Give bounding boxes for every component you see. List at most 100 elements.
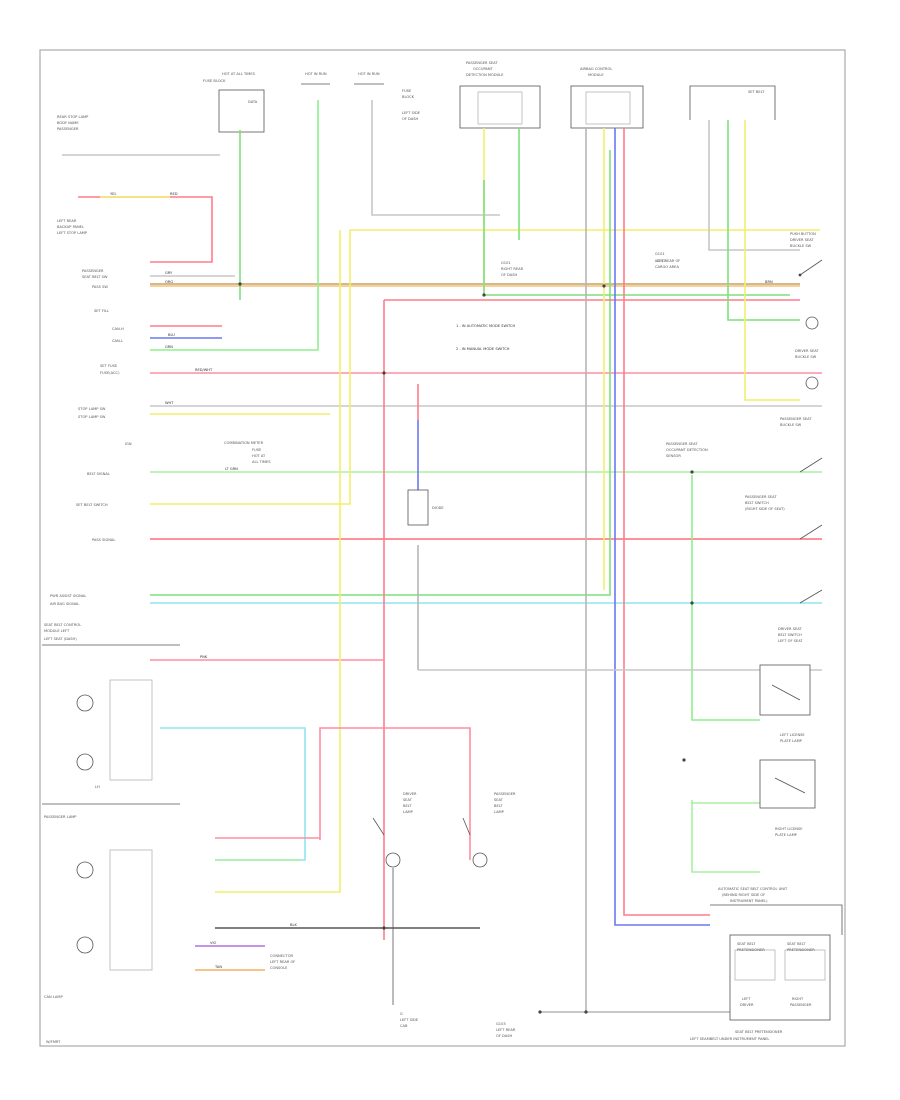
svg-text:AUTOMATIC SEAT BELT CONTROL UN: AUTOMATIC SEAT BELT CONTROL UNIT <box>718 887 788 891</box>
svg-text:FUSE: FUSE <box>402 89 412 93</box>
svg-text:PASSENGER: PASSENGER <box>82 269 104 273</box>
svg-text:WHT: WHT <box>165 401 174 405</box>
airbag-control-module: AIRBAG CONTROL MODULE <box>570 67 644 129</box>
wire-green-right-lower <box>691 800 760 873</box>
splice-dots <box>238 282 694 1014</box>
svg-text:DRIVER SEAT: DRIVER SEAT <box>790 238 814 242</box>
fuse-block-module: HOT AT ALL TIMES FUSE BLOCK DATA <box>203 72 265 133</box>
svg-text:YEL: YEL <box>110 192 116 196</box>
svg-text:SEAT: SEAT <box>494 798 504 802</box>
svg-text:PWR ASSIST SIGNAL: PWR ASSIST SIGNAL <box>50 594 86 598</box>
svg-text:LEFT REAR: LEFT REAR <box>57 219 77 223</box>
svg-text:CAN LAMP: CAN LAMP <box>44 995 63 999</box>
wire-yellow-switch <box>150 229 820 505</box>
svg-text:LEFT REAR: LEFT REAR <box>496 1028 516 1032</box>
svg-text:RIGHT: RIGHT <box>792 997 804 1001</box>
lower-center-lamps: DRIVER SEAT BELT LAMP PASSENGER SEAT BEL… <box>270 792 516 1038</box>
svg-text:LEFT STOP LAMP: LEFT STOP LAMP <box>57 231 88 235</box>
svg-text:FUSE(ACC): FUSE(ACC) <box>100 371 120 375</box>
svg-text:STOP LAMP SW: STOP LAMP SW <box>78 415 106 419</box>
svg-text:PASSENGER: PASSENGER <box>790 1003 812 1007</box>
svg-text:LEFT SIDE: LEFT SIDE <box>402 111 421 115</box>
svg-text:REAR STOP LAMP: REAR STOP LAMP <box>57 115 89 119</box>
svg-text:RIGHT LICENSE: RIGHT LICENSE <box>775 827 803 831</box>
svg-text:BUCKLE SW: BUCKLE SW <box>795 355 817 359</box>
svg-text:G103: G103 <box>496 1022 506 1026</box>
wire-yellow-belt-3 <box>744 120 800 401</box>
legend-line-2: 2 - IN MANUAL MODE SWITCH <box>456 347 510 351</box>
svg-text:SEAT BELT: SEAT BELT <box>737 942 756 946</box>
svg-text:GRY: GRY <box>165 271 173 275</box>
svg-text:OF DASH: OF DASH <box>496 1034 512 1038</box>
svg-text:PLATE LAMP: PLATE LAMP <box>780 739 803 743</box>
svg-text:PASSENGER SEAT: PASSENGER SEAT <box>745 495 777 499</box>
svg-text:HOT IN RUN: HOT IN RUN <box>358 72 380 76</box>
wire-gray-belt-1 <box>708 120 800 251</box>
svg-text:VIO: VIO <box>210 941 217 945</box>
svg-text:RIGHT REAR: RIGHT REAR <box>501 267 524 271</box>
svg-text:LEFT SEAT (DASH): LEFT SEAT (DASH) <box>44 637 77 641</box>
wire-pink-lower-2 <box>319 727 471 860</box>
svg-text:ORG: ORG <box>165 280 173 284</box>
svg-text:BELT: BELT <box>403 804 412 808</box>
svg-text:BODY NAME: BODY NAME <box>57 121 79 125</box>
center-components: 1 - IN AUTOMATIC MODE SWITCH 2 - IN MANU… <box>224 259 666 526</box>
svg-text:BLK: BLK <box>290 923 297 927</box>
svg-text:DRIVER: DRIVER <box>740 1003 754 1007</box>
svg-text:CONNECTOR: CONNECTOR <box>270 954 294 958</box>
wires <box>62 100 822 1013</box>
svg-text:BLU: BLU <box>168 333 175 337</box>
svg-text:IGN: IGN <box>125 442 132 446</box>
svg-text:TAN: TAN <box>214 965 222 969</box>
svg-text:CAB: CAB <box>400 1024 408 1028</box>
svg-text:PASS SIGNAL: PASS SIGNAL <box>92 538 115 542</box>
wire-red-rear-lamp <box>78 196 213 263</box>
svg-text:DRIVER SEAT: DRIVER SEAT <box>795 349 819 353</box>
svg-text:(RIGHT SIDE OF SEAT): (RIGHT SIDE OF SEAT) <box>745 507 785 511</box>
wire-cyan-lower <box>160 727 306 861</box>
wire-green-belt-2 <box>727 120 800 321</box>
svg-text:COMBINATION METER: COMBINATION METER <box>224 441 264 445</box>
hot-run-fuse-2: HOT IN RUN <box>354 72 384 85</box>
svg-text:BLOCK: BLOCK <box>402 95 415 99</box>
hot-run-fuse-1: HOT IN RUN <box>301 72 330 85</box>
svg-text:SEAT BELT CONTROL: SEAT BELT CONTROL <box>44 623 81 627</box>
svg-text:G102: G102 <box>656 259 666 263</box>
wire-gray-hot-run <box>371 100 500 216</box>
svg-text:BUCKLE SW: BUCKLE SW <box>790 244 812 248</box>
svg-text:DIODE: DIODE <box>432 506 444 510</box>
lower-left-module: SEAT BELT CONTROL MODULE LEFT LEFT SEAT … <box>42 623 180 999</box>
svg-text:OCCUPANT: OCCUPANT <box>473 67 494 71</box>
svg-text:SET FUSE: SET FUSE <box>100 364 118 368</box>
diagram-frame <box>39 49 846 1047</box>
corner-label: W/FMRT <box>46 1040 61 1044</box>
svg-text:CONSOLE: CONSOLE <box>270 966 288 970</box>
svg-text:SET FILL: SET FILL <box>94 309 109 313</box>
svg-text:BRN: BRN <box>765 280 773 284</box>
svg-text:HOT IN RUN: HOT IN RUN <box>305 72 327 76</box>
svg-text:DETECTION MODULE: DETECTION MODULE <box>466 73 504 77</box>
svg-text:G101: G101 <box>655 252 665 256</box>
svg-text:DRIVER: DRIVER <box>403 792 417 796</box>
svg-text:FUSE: FUSE <box>252 448 262 452</box>
wire-blue-airbag <box>614 128 710 926</box>
svg-text:DATA: DATA <box>248 100 258 104</box>
fuse-block-right: FUSE BLOCK LEFT SIDE OF DASH <box>402 89 421 121</box>
svg-text:G101: G101 <box>501 261 511 265</box>
right-labels: PUSH BUTTON DRIVER SEAT BUCKLE SW DRIVER… <box>655 232 819 1041</box>
svg-text:PASSENGER SEAT: PASSENGER SEAT <box>780 417 812 421</box>
svg-text:LAMP: LAMP <box>494 810 505 814</box>
svg-text:MODULE: MODULE <box>588 73 604 77</box>
wire-green-pwr <box>150 150 611 596</box>
wire-red-airbag <box>623 128 710 916</box>
svg-text:LEFT OF SEAT: LEFT OF SEAT <box>778 639 803 643</box>
svg-text:BUCKLE SW: BUCKLE SW <box>780 423 802 427</box>
svg-text:GRN: GRN <box>165 345 173 349</box>
wire-green-right-vertical <box>691 475 760 721</box>
svg-text:OCCUPANT DETECTION: OCCUPANT DETECTION <box>666 448 708 452</box>
svg-text:CAN-L: CAN-L <box>112 339 123 343</box>
svg-text:SENSOR: SENSOR <box>666 454 681 458</box>
svg-text:BELT SIGNAL: BELT SIGNAL <box>87 472 110 476</box>
svg-text:BELT: BELT <box>494 804 503 808</box>
